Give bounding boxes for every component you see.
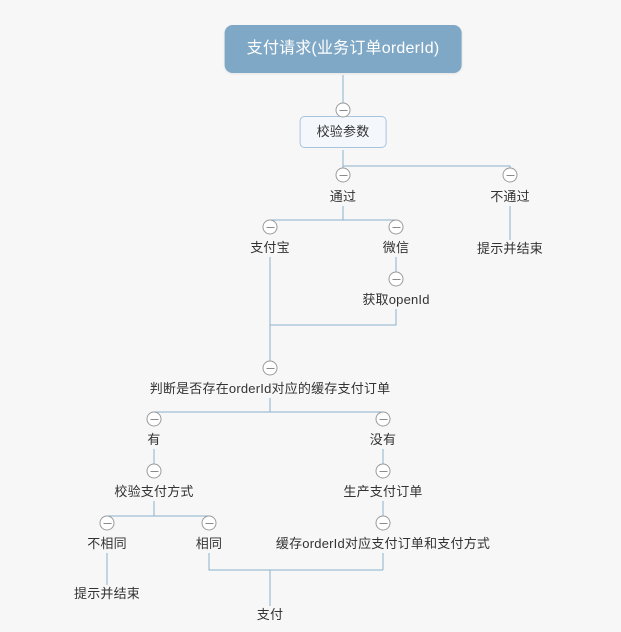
collapse-minus-icon[interactable] — [146, 463, 162, 479]
flow-node-n17[interactable]: 支付 — [256, 607, 284, 622]
collapse-minus-icon[interactable] — [502, 167, 518, 183]
collapse-minus-icon[interactable] — [201, 515, 217, 531]
flow-node-n9[interactable]: 有 — [147, 432, 161, 447]
collapse-minus-icon[interactable] — [375, 515, 391, 531]
collapse-minus-icon[interactable] — [375, 463, 391, 479]
flow-node-n12[interactable]: 生产支付订单 — [343, 484, 423, 499]
flow-node-n10[interactable]: 没有 — [369, 432, 397, 447]
flow-node-n14[interactable]: 相同 — [195, 536, 223, 551]
flow-node-n13[interactable]: 不相同 — [87, 536, 127, 551]
flow-node-n8[interactable]: 判断是否存在orderId对应的缓存支付订单 — [149, 381, 391, 396]
collapse-minus-icon[interactable] — [335, 102, 351, 118]
collapse-minus-icon[interactable] — [146, 411, 162, 427]
flow-node-n0[interactable]: 支付请求(业务订单orderId) — [224, 25, 462, 73]
collapse-minus-icon[interactable] — [335, 167, 351, 183]
flow-node-n6[interactable]: 微信 — [382, 240, 410, 255]
collapse-minus-icon[interactable] — [262, 360, 278, 376]
flow-node-n5[interactable]: 支付宝 — [250, 240, 290, 255]
flow-node-n1[interactable]: 校验参数 — [299, 116, 387, 148]
collapse-minus-icon[interactable] — [262, 219, 278, 235]
collapse-minus-icon[interactable] — [388, 271, 404, 287]
collapse-minus-icon[interactable] — [388, 219, 404, 235]
flow-node-n7[interactable]: 获取openId — [362, 292, 430, 307]
flow-node-n2[interactable]: 通过 — [329, 189, 357, 204]
flow-node-n16[interactable]: 提示并结束 — [73, 586, 141, 601]
flow-node-n3[interactable]: 不通过 — [490, 189, 530, 204]
flow-node-n11[interactable]: 校验支付方式 — [114, 484, 194, 499]
flow-node-n4[interactable]: 提示并结束 — [476, 241, 544, 256]
collapse-minus-icon[interactable] — [99, 515, 115, 531]
flow-node-n15[interactable]: 缓存orderId对应支付订单和支付方式 — [275, 536, 491, 551]
collapse-minus-icon[interactable] — [375, 411, 391, 427]
